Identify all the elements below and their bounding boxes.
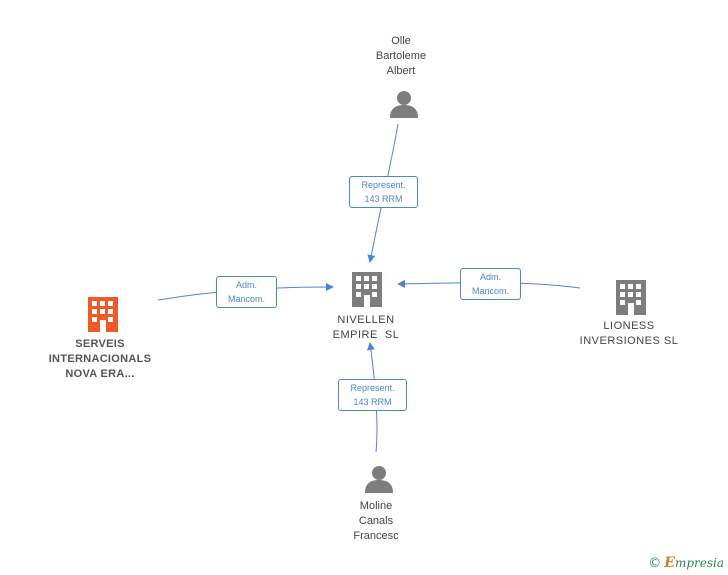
building-icon	[616, 280, 646, 315]
person-icon	[365, 466, 393, 493]
building-icon	[352, 272, 382, 307]
node-label-olle[interactable]: Olle Bartoleme Albert	[375, 35, 427, 77]
edge-label-bottom[interactable]: Represent. 143 RRM	[338, 379, 407, 411]
node-label-serveis[interactable]: SERVEIS INTERNACIONALS NOVA ERA...	[48, 338, 152, 380]
node-label-nivellen[interactable]: NIVELLEN EMPIRE SL	[332, 314, 400, 341]
brand-initial: E	[664, 555, 675, 571]
building-icon	[88, 297, 118, 332]
node-label-moline[interactable]: Moline Canals Francesc	[353, 500, 399, 542]
brand-name: mpresia	[674, 556, 724, 570]
edge-label-right[interactable]: Adm. Mancom.	[460, 268, 521, 300]
copyright-symbol: ©	[648, 556, 662, 571]
node-label-lioness[interactable]: LIONESS INVERSIONES SL	[579, 320, 679, 347]
edge-label-left[interactable]: Adm. Mancom.	[216, 276, 277, 308]
edge-label-top[interactable]: Represent. 143 RRM	[349, 176, 418, 208]
brand-footer[interactable]: ©Empresia	[648, 555, 724, 571]
person-icon	[390, 91, 418, 118]
